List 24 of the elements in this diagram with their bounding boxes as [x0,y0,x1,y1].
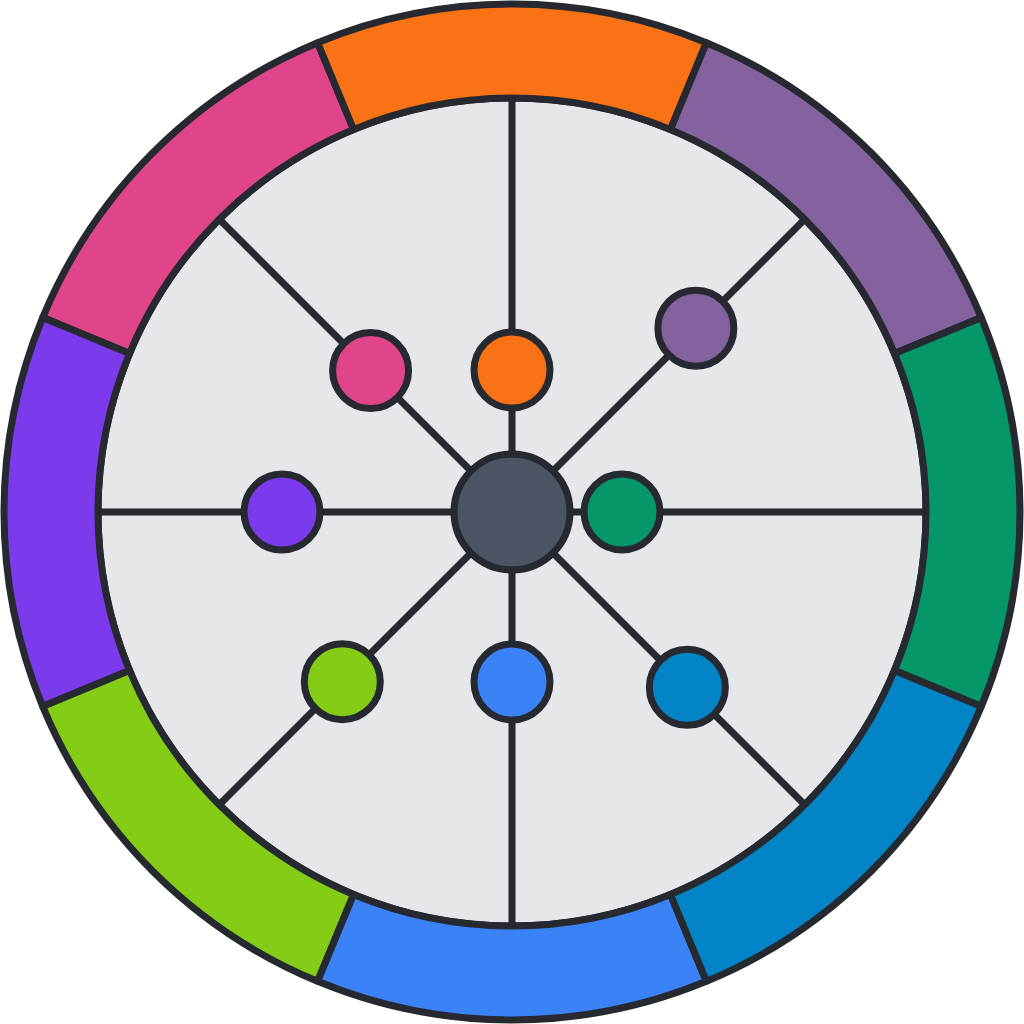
connector-line [508,570,516,644]
hub-circle [450,450,574,574]
connector-line [508,408,516,454]
connector-line [508,720,516,926]
connector-line [320,508,454,516]
connector-line [550,550,663,663]
ring-segment [891,314,1023,710]
ring-segment [39,666,358,985]
connector-line [98,508,244,516]
ring-segment [666,666,985,985]
connector-line [508,98,516,332]
ring-segment [666,39,985,358]
connector-line [394,394,474,474]
connector-line [216,706,318,808]
ring-segment [314,1,710,133]
connector-line [216,216,347,347]
connector-line [660,508,926,516]
ring-segment [1,314,133,710]
connector-line [720,216,808,304]
ring-segment [314,891,710,1023]
connector-line [366,550,474,658]
connector-line [550,352,672,474]
connector-line [711,711,808,808]
ring-segment [39,39,358,358]
